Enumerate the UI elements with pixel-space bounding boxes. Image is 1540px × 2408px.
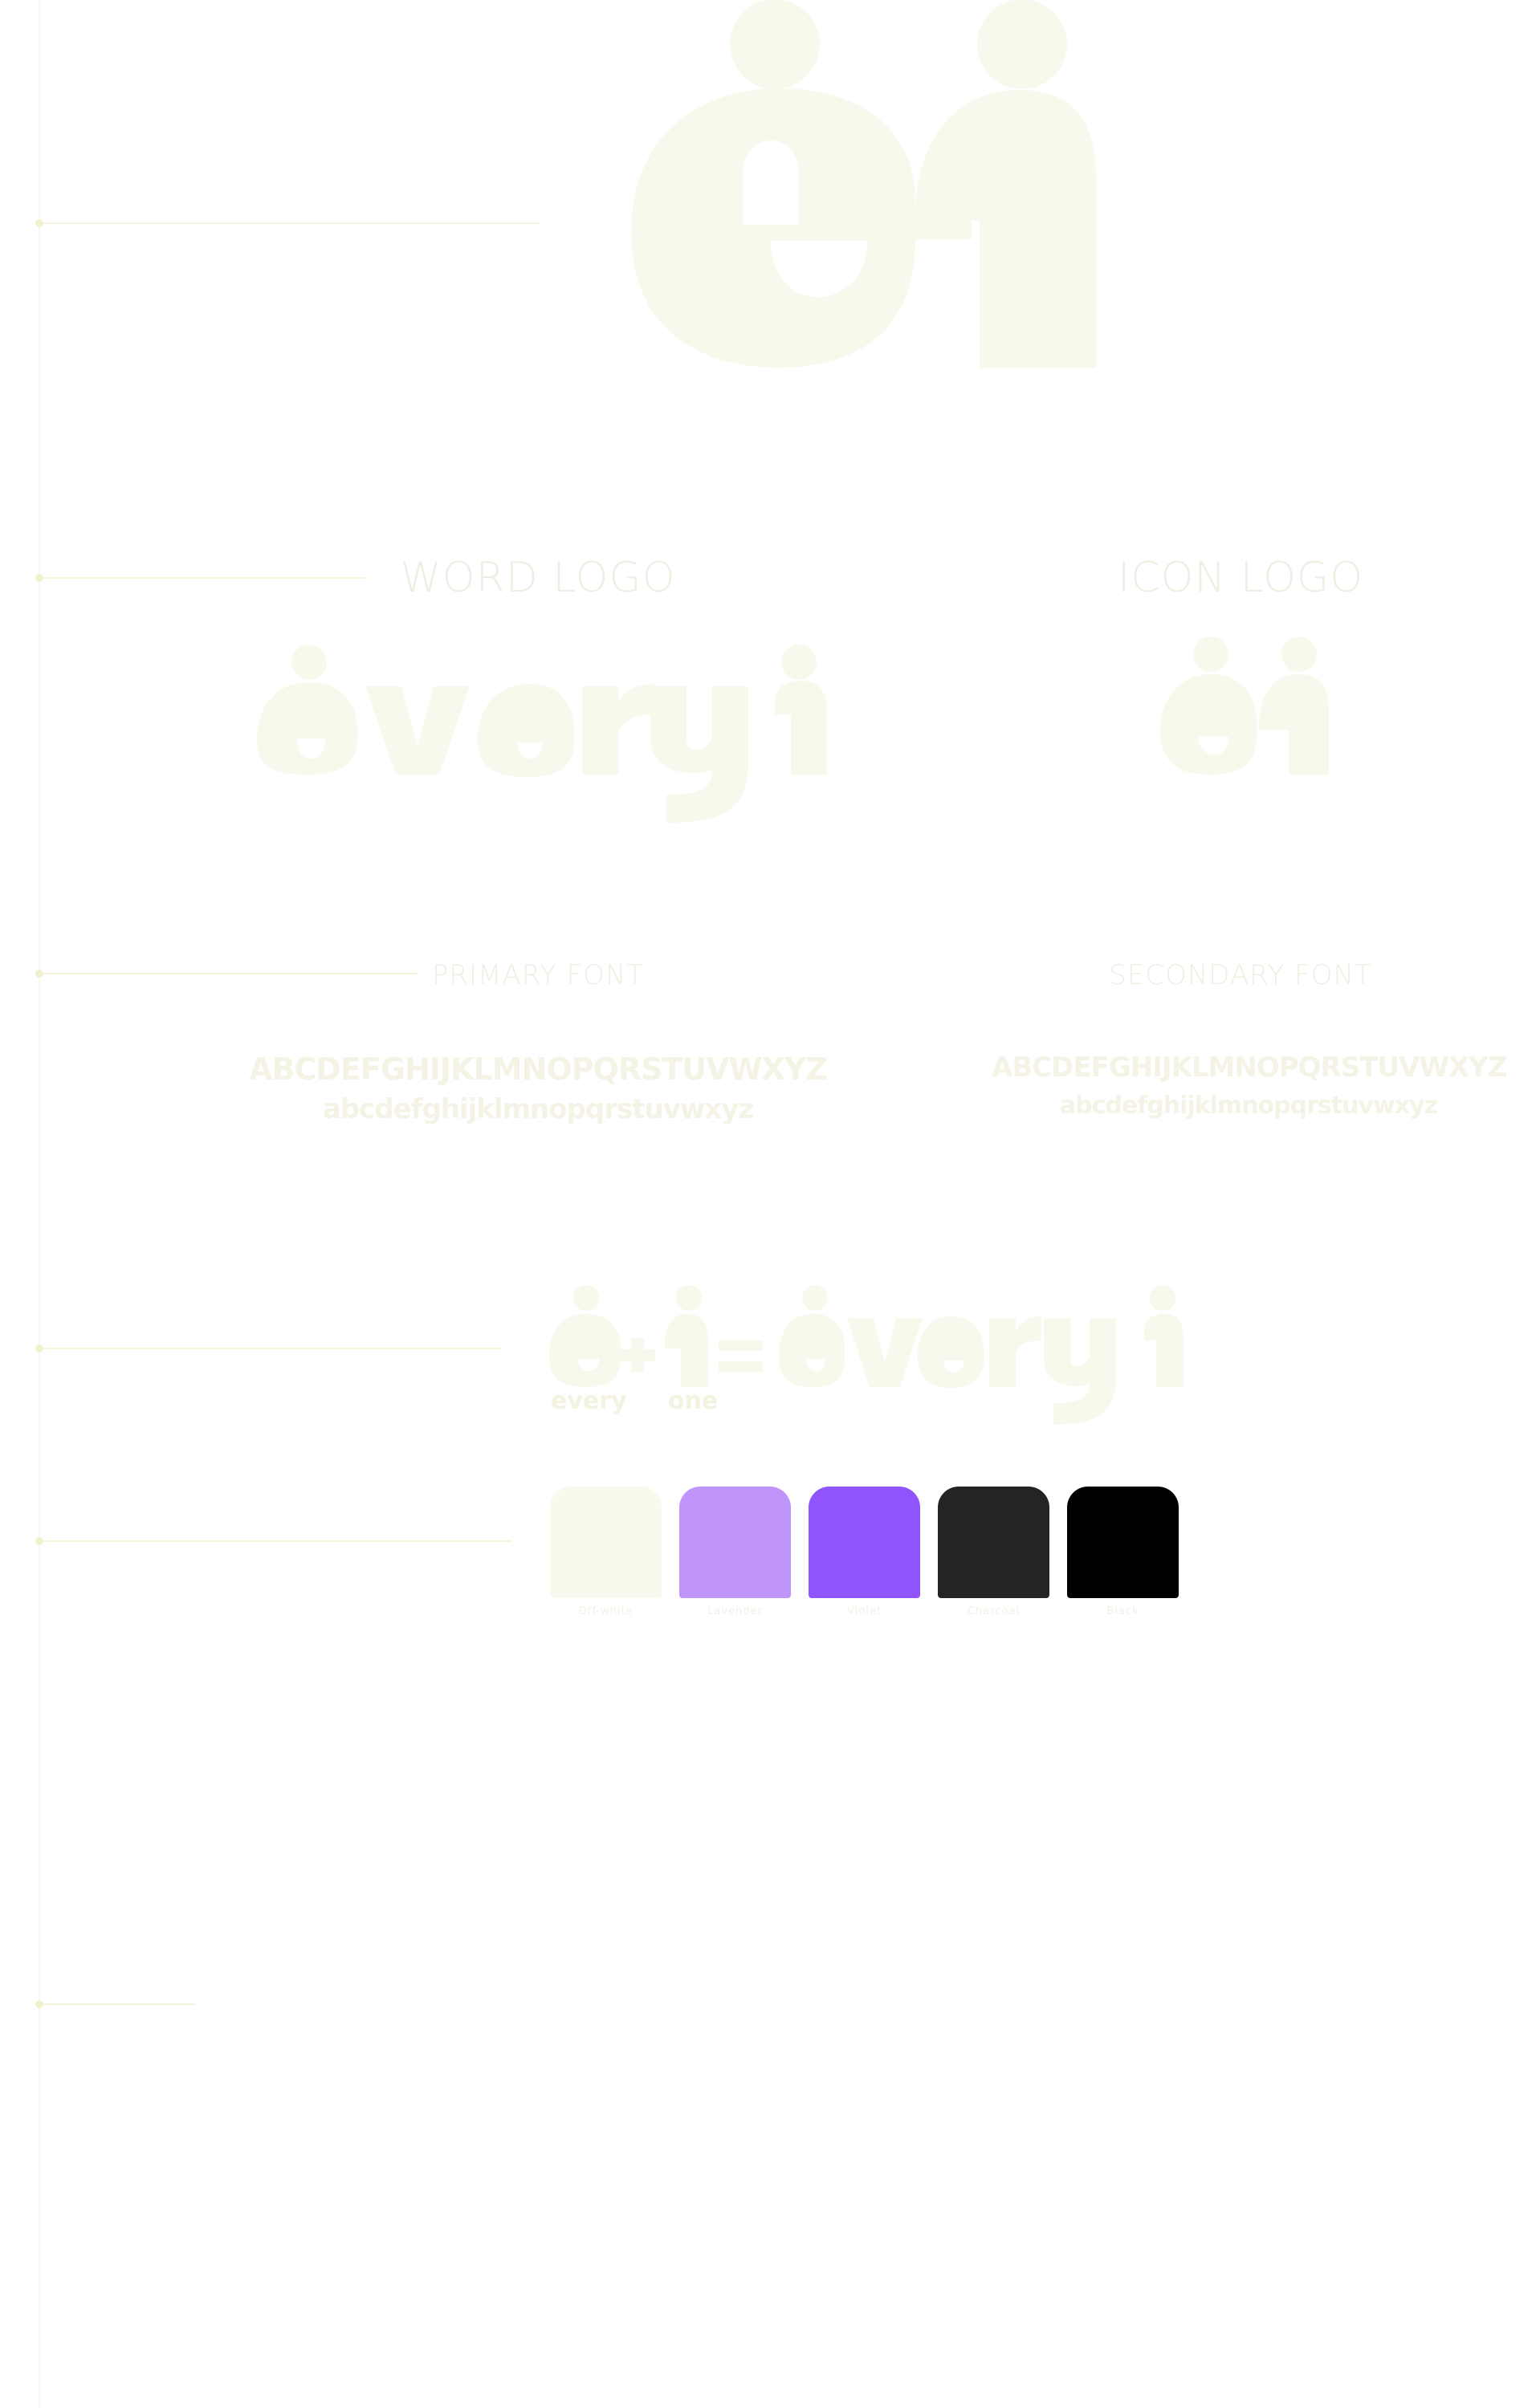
icon-logo (1160, 637, 1329, 775)
primary-font-lowercase: abcdefghijklmnopqrstuvwxyz (322, 1093, 754, 1125)
secondary-font-heading: SECONDARY FONT (1109, 959, 1372, 991)
swatch-black (1067, 1487, 1179, 1598)
connector-hero (39, 222, 540, 224)
connector-fonts (39, 973, 418, 974)
equation-label-one: one (668, 1387, 719, 1415)
icon-logo-heading: ICON LOGO (1117, 554, 1364, 602)
hero-icon-logo (631, 0, 1096, 368)
connector-node (35, 970, 43, 978)
timeline-spine (39, 0, 40, 2408)
connector-bottom (39, 2003, 196, 2005)
swatch-lavender (679, 1487, 791, 1598)
secondary-font-uppercase: ABCDEFGHIJKLMNOPQRSTUVWXYZ (992, 1051, 1507, 1084)
swatch-label: Charcoal (967, 1605, 1021, 1617)
word-logo-heading: WORD LOGO (400, 554, 676, 602)
swatch-label: Off-white (578, 1605, 634, 1617)
swatch-violet (809, 1487, 920, 1598)
connector-node (35, 1344, 43, 1352)
primary-font-heading: PRIMARY FONT (431, 959, 645, 991)
secondary-font-lowercase: abcdefghijklmnopqrstuvwxyz (1059, 1092, 1438, 1120)
swatch-label: Lavender (707, 1605, 763, 1617)
swatch-charcoal (938, 1487, 1049, 1598)
connector-node (35, 2000, 43, 2008)
connector-node (35, 219, 43, 227)
word-logo (257, 645, 827, 823)
equation-label-every: every (551, 1387, 627, 1415)
primary-font-uppercase: ABCDEFGHIJKLMNOPQRSTUVWXYZ (249, 1051, 828, 1087)
connector-node (35, 1537, 43, 1545)
connector-palette (39, 1540, 511, 1542)
swatch-label: Violet (847, 1605, 882, 1617)
logo-equation (549, 1285, 1184, 1425)
connector-node (35, 574, 43, 582)
swatch-label: Black (1106, 1605, 1139, 1617)
swatch-off-white (550, 1487, 662, 1598)
connector-equation (39, 1348, 501, 1349)
connector-logos (39, 577, 368, 579)
